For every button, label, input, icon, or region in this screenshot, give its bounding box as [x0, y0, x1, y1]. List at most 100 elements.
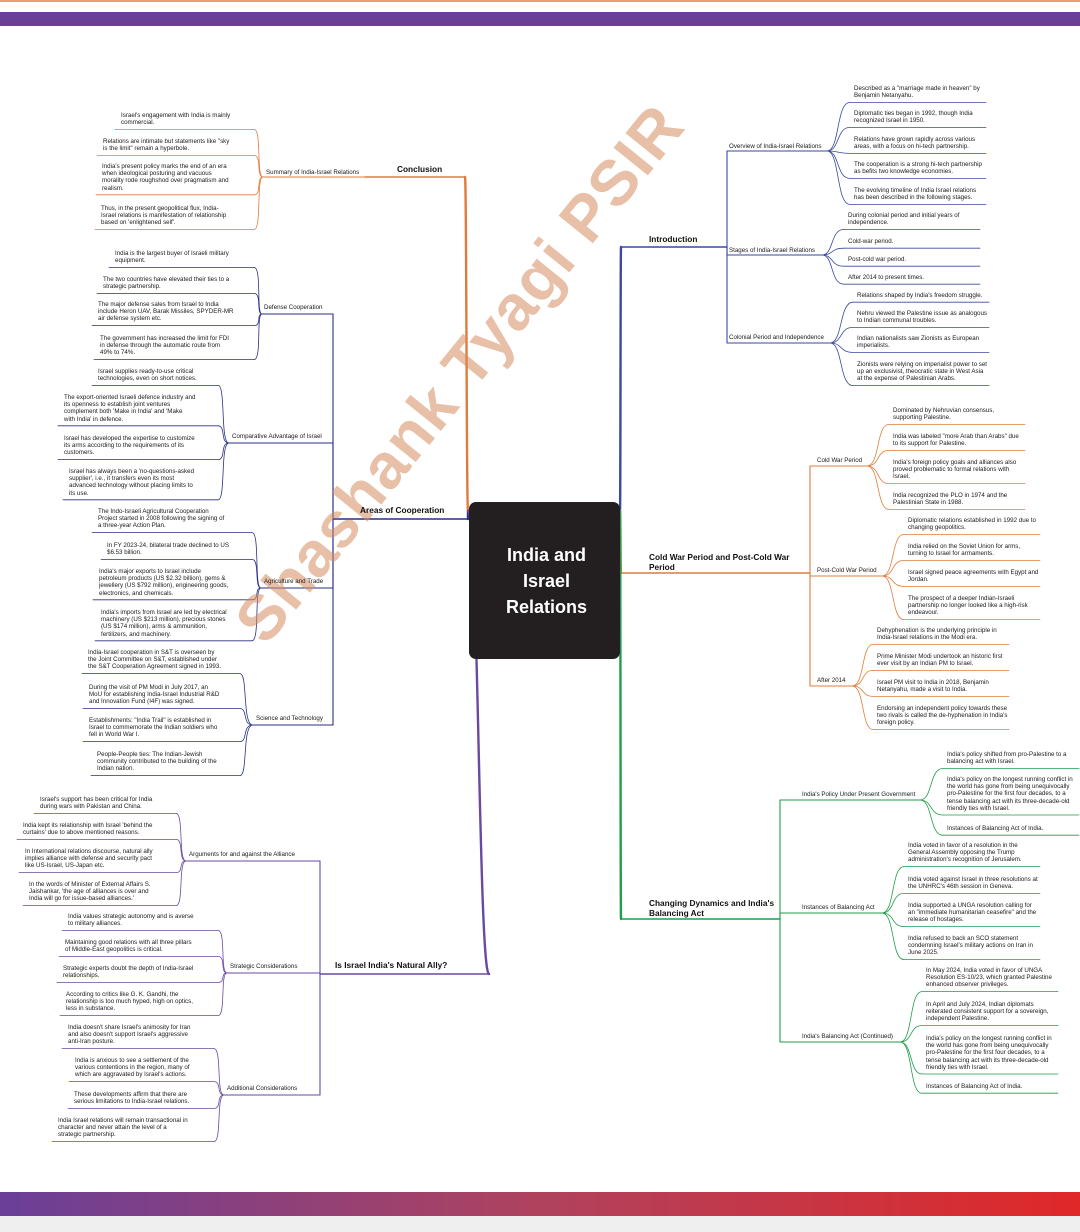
leaf-note: Israel supplies ready-to-use critical te…	[98, 368, 197, 383]
leaf-note: The evolving timeline of India Israel re…	[854, 187, 977, 202]
sub-topic-cooperation-0[interactable]: Defense Cooperation	[264, 304, 323, 311]
leaf-connector-cooperation-3-0	[239, 673, 254, 726]
leaf-connector-cold_war-2-3	[851, 685, 874, 730]
sub-topic-cooperation-1[interactable]: Comparative Advantage of Israel	[232, 433, 322, 440]
leaf-note: India was labeled "more Arab than Arabs"…	[893, 433, 1019, 448]
sub-topic-introduction-1[interactable]: Stages of India-Israel Relations	[729, 247, 815, 254]
leaf-connector-cooperation-2-0	[251, 532, 262, 589]
sub-topic-natural_ally-2[interactable]: Additional Considerations	[227, 1085, 298, 1092]
leaf-connector-natural_ally-1-1	[217, 956, 228, 974]
leaf-note: The government has increased the limit f…	[100, 335, 229, 357]
leaf-note: Maintaining good relations with all thre…	[65, 939, 192, 954]
leaf-note: India's imports from Israel are led by e…	[101, 609, 227, 638]
leaf-note: India's major exports to Israel include …	[99, 568, 229, 597]
leaf-connector-cold_war-2-1	[851, 670, 874, 687]
leaf-connector-cooperation-1-2	[217, 442, 230, 460]
sub-topic-natural_ally-1[interactable]: Strategic Considerations	[230, 963, 298, 970]
sub-topic-changing-0[interactable]: India's Policy Under Present Government	[802, 791, 916, 798]
leaf-connector-changing-0-0	[919, 768, 944, 801]
leaf-connector-natural_ally-1-3	[217, 972, 228, 1016]
leaf-connector-conclusion-0-2	[253, 176, 264, 196]
leaf-note: Relations are intimate but statements li…	[103, 138, 230, 153]
leaf-note: India's present policy marks the end of …	[102, 163, 229, 192]
leaf-connector-natural_ally-0-2	[175, 860, 187, 873]
leaf-note: Prime Minister Modi undertook an histori…	[877, 653, 1003, 668]
leaf-note: The export-oriented Israeli defence indu…	[64, 394, 196, 423]
leaf-connector-changing-1-1	[881, 893, 905, 914]
leaf-connector-introduction-1-2	[821, 254, 845, 267]
leaf-note: Nehru viewed the Palestine issue as anal…	[857, 310, 988, 325]
sub-topic-changing-1[interactable]: Instances of Balancing Act	[802, 904, 875, 911]
leaf-connector-cold_war-0-2	[866, 465, 890, 484]
leaf-note: India-Israel cooperation in S&T is overs…	[88, 649, 222, 671]
branch-introduction[interactable]: Introduction	[649, 234, 698, 244]
leaf-note: In April and July 2024, Indian diplomats…	[926, 1001, 1049, 1023]
leaf-note: Strategic experts doubt the depth of Ind…	[63, 965, 194, 980]
sub-topic-cold_war-0[interactable]: Cold War Period	[817, 457, 863, 464]
leaf-connector-cooperation-2-3	[251, 587, 262, 642]
leaf-connector-changing-1-0	[881, 866, 905, 914]
branch-changing[interactable]: Changing Dynamics and India's Balancing …	[649, 898, 775, 918]
leaf-note: India Israel relations will remain trans…	[58, 1117, 188, 1139]
leaf-connector-introduction-0-1	[826, 127, 851, 152]
leaf-note: Instances of Balancing Act of India.	[926, 1083, 1023, 1090]
branch-cold_war[interactable]: Cold War Period and Post-Cold War Period	[649, 552, 790, 572]
sub-topic-cold_war-2[interactable]: After 2014	[817, 677, 846, 684]
leaf-note: Israel has developed the expertise to cu…	[64, 435, 195, 457]
leaf-note: These developments affirm that there are…	[74, 1091, 190, 1106]
leaf-connector-natural_ally-2-2	[213, 1094, 225, 1109]
leaf-connector-cooperation-0-0	[253, 267, 263, 315]
leaf-connector-cooperation-0-1	[253, 293, 263, 315]
leaf-connector-cooperation-1-3	[217, 442, 230, 501]
branch-cooperation[interactable]: Areas of Cooperation	[360, 505, 445, 515]
leaf-connector-introduction-0-2	[826, 150, 851, 154]
central-topic[interactable]: India and Israel Relations	[469, 502, 620, 659]
leaf-connector-changing-1-3	[881, 912, 905, 960]
leaf-note: India's policy on the longest running co…	[947, 776, 1073, 812]
leaf-note: Diplomatic relations established in 1992…	[908, 517, 1036, 532]
sub-topic-cold_war-1[interactable]: Post-Cold War Period	[817, 567, 877, 574]
leaf-connector-cold_war-0-1	[866, 450, 890, 467]
bottom-banner	[0, 1192, 1080, 1216]
leaf-connector-cold_war-1-0	[881, 534, 905, 577]
leaf-note: In the words of Minister of External Aff…	[29, 881, 151, 903]
leaf-note: Zionists were relying on imperialist pow…	[857, 361, 987, 383]
leaf-connector-cooperation-1-0	[217, 385, 230, 444]
leaf-connector-natural_ally-2-0	[213, 1048, 225, 1096]
leaf-note: According to critics like G. K. Gandhi, …	[66, 991, 193, 1013]
leaf-note: India voted in favor of a resolution in …	[908, 842, 1022, 864]
leaf-note: India relied on the Soviet Union for arm…	[908, 543, 1021, 558]
leaf-connector-cooperation-3-1	[239, 708, 254, 726]
branch-conclusion[interactable]: Conclusion	[397, 164, 443, 174]
sub-topic-introduction-2[interactable]: Colonial Period and Independence	[729, 334, 824, 341]
leaf-note: India's foreign policy goals and allianc…	[893, 459, 1017, 481]
leaf-connector-introduction-1-0	[821, 229, 845, 256]
sub-topic-cooperation-3[interactable]: Science and Technology	[256, 715, 323, 722]
leaf-connector-changing-0-1	[919, 799, 944, 816]
leaf-connector-introduction-2-0	[829, 301, 854, 344]
sub-topic-changing-2[interactable]: India's Balancing Act (Continued)	[802, 1033, 893, 1040]
branch-natural_ally[interactable]: Is Israel India's Natural Ally?	[335, 960, 448, 970]
leaf-note: India's policy shifted from pro-Palestin…	[947, 751, 1067, 766]
leaf-note: Dominated by Nehruvian consensus, suppor…	[893, 407, 995, 422]
leaf-connector-cold_war-1-3	[881, 575, 905, 620]
leaf-connector-changing-1-2	[881, 912, 905, 927]
top-banner	[0, 12, 1080, 26]
leaf-connector-changing-0-2	[919, 799, 944, 836]
sub-topic-natural_ally-0[interactable]: Arguments for and against the Alliance	[189, 851, 295, 858]
leaf-note: The two countries have elevated their ti…	[103, 276, 230, 291]
leaf-note: Cold-war period.	[848, 238, 894, 245]
leaf-note: The Indo-Israeli Agricultural Cooperatio…	[98, 508, 225, 530]
branch-connector-introduction	[618, 245, 623, 513]
sub-topic-conclusion-0[interactable]: Summary of India-Israel Relations	[266, 169, 360, 176]
leaf-connector-natural_ally-1-0	[217, 930, 228, 974]
leaf-connector-natural_ally-2-3	[213, 1094, 225, 1142]
leaf-note: The prospect of a deeper Indian-Israeli …	[908, 595, 1028, 617]
sub-topic-introduction-0[interactable]: Overview of India-Israel Relations	[729, 143, 822, 150]
leaf-note: India supported a UNGA resolution callin…	[908, 902, 1037, 924]
leaf-connector-introduction-2-3	[829, 342, 854, 386]
sub-topic-cooperation-2[interactable]: Agriculture and Trade	[264, 578, 324, 585]
leaf-note: India refused to back an SCO statement c…	[908, 935, 1033, 957]
leaf-note: India is anxious to see a settlement of …	[75, 1057, 190, 1079]
leaf-note: India kept its relationship with Israel …	[23, 822, 153, 837]
